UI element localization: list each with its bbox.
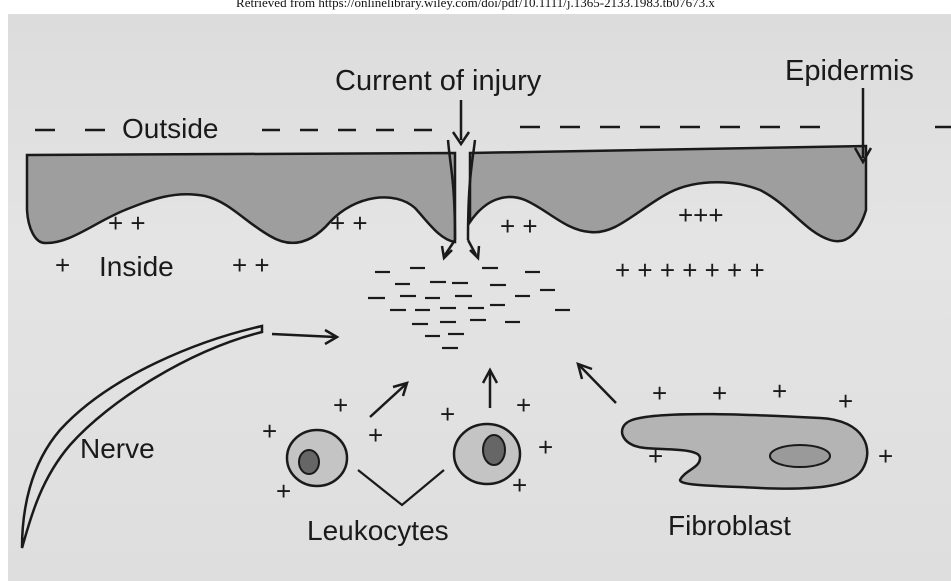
epidermis-arrow [855,88,871,162]
fibroblast-label: Fibroblast [668,510,791,541]
current-of-injury-label: Current of injury [335,65,542,97]
fibroblast-arrow [578,364,616,403]
current-of-injury-arrow [453,100,469,144]
fibro-plus-4: + [838,386,853,416]
fibro-plus-5: + [648,441,663,471]
leuko-plus-2: + [262,416,277,446]
plus-inside-left: + [55,250,70,280]
inside-label: Inside [99,251,174,282]
leukocyte-left-nucleus [299,450,319,474]
leukocyte-arrow-1 [370,383,407,417]
leuko-plus-5: + [440,399,455,429]
leuko-plus-8: + [512,470,527,500]
leukocytes-label: Leukocytes [307,515,449,546]
fibro-plus-3: + [772,376,787,406]
nerve-arrow [272,330,337,344]
negative-charge-cluster [368,268,570,348]
plus-right-1: + + [500,211,538,241]
leuko-plus-7: + [538,432,553,462]
leukocyte-arrow-2 [483,370,497,408]
leuko-plus-6: + [516,390,531,420]
fibro-plus-2: + [712,378,727,408]
leuko-plus-3: + [368,420,383,450]
leuko-plus-4: + [276,476,291,506]
fibro-plus-6: + [878,441,893,471]
plus-left-1: + + [108,208,146,238]
plus-left-2: + + [330,208,368,238]
leuko-plus-1: + [333,390,348,420]
plus-inside-right: + + [232,250,270,280]
plus-row: + + + + + + + [615,255,765,285]
plus-right-2: +++ [678,200,724,230]
fibro-plus-1: + [652,378,667,408]
leukocyte-right-nucleus [483,435,505,465]
fibroblast-nucleus [770,445,830,467]
outside-label: Outside [122,113,219,144]
epidermis-label: Epidermis [785,55,914,87]
nerve-label: Nerve [80,433,155,464]
leukocyte-connector [358,470,444,505]
epidermis-left-block [27,153,455,243]
